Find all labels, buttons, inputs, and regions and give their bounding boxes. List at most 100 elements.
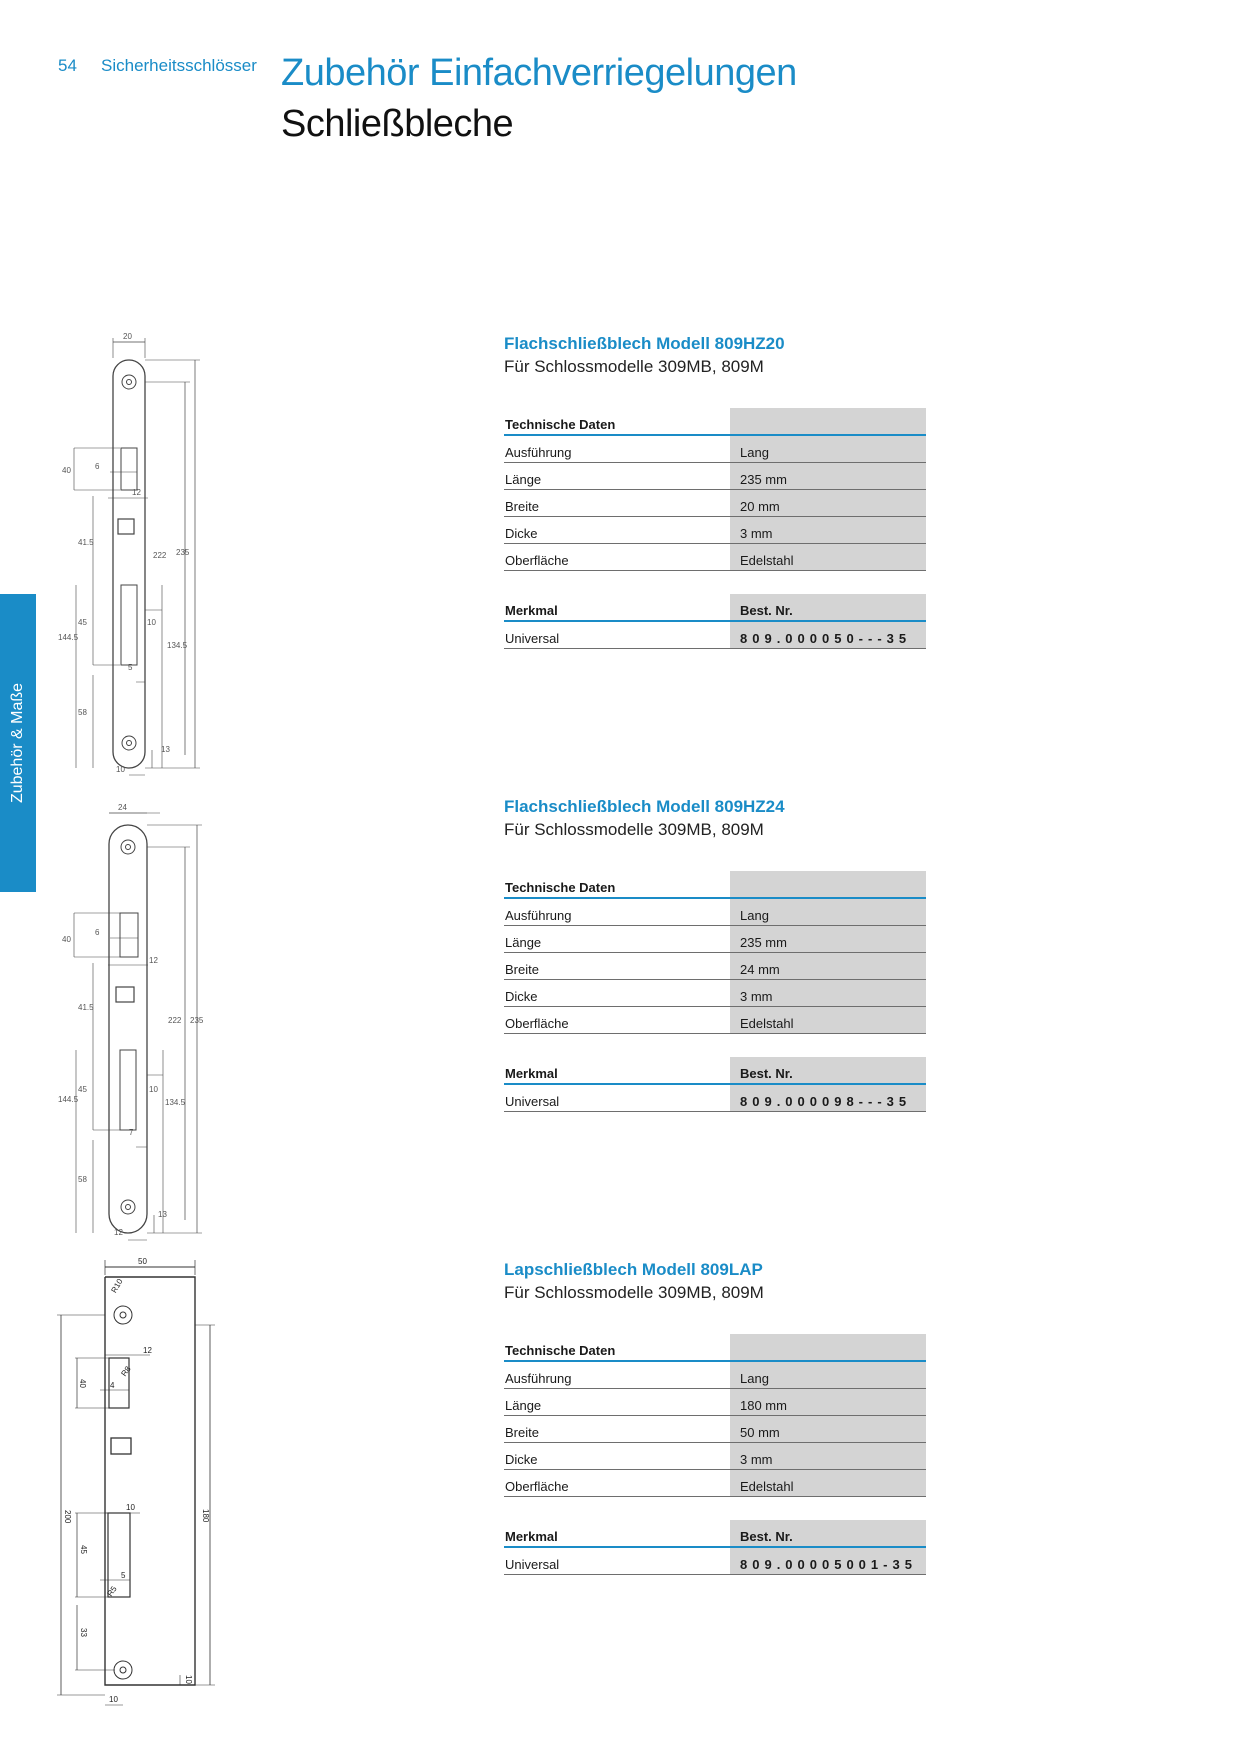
dim-j: 10 [184, 1675, 193, 1684]
product-subtitle: Für Schlossmodelle 309MB, 809M [504, 820, 764, 839]
spec-label: Länge [504, 1388, 730, 1416]
order-header-value: Best. Nr. [730, 594, 926, 622]
spec-value: Edelstahl [730, 1469, 926, 1497]
spec-label: Dicke [504, 979, 730, 1007]
product-title: Lapschließblech Modell 809LAP [504, 1260, 763, 1279]
section-name: Sicherheitsschlösser [101, 56, 257, 75]
spec-label: Ausführung [504, 1361, 730, 1389]
dim-total: 235 [176, 548, 190, 557]
spec-value: 3 mm [730, 516, 926, 544]
dim-total: 200 [63, 1510, 72, 1524]
dim-j: 13 [161, 745, 170, 754]
dim-e: 10 [147, 618, 156, 627]
side-tab: Zubehör & Maße [0, 594, 36, 892]
order-label: Universal [504, 1547, 730, 1575]
dim-h: 5 [128, 663, 133, 672]
order-number: 809.000098---35 [730, 1084, 926, 1112]
product-subtitle: Für Schlossmodelle 309MB, 809M [504, 357, 764, 376]
spec-label: Länge [504, 925, 730, 953]
dim-g: 134.5 [167, 641, 188, 650]
order-number: 809.00005001-35 [730, 1547, 926, 1575]
spec-value: 50 mm [730, 1415, 926, 1443]
spec-label: Breite [504, 489, 730, 517]
tech-header: Technische Daten [504, 871, 730, 899]
page-number: 54 [58, 56, 77, 75]
technical-drawing-809hz20: 20 40 6 12 41.5 222 235 45 10 144.5 134.… [50, 330, 250, 780]
dim-k: 10 [116, 765, 125, 774]
dim-f: 144.5 [58, 1095, 79, 1104]
dim-c: 41.5 [78, 1003, 94, 1012]
spec-label: Oberfläche [504, 1006, 730, 1034]
dim-inner: 222 [153, 551, 167, 560]
dim-c: 41.5 [78, 538, 94, 547]
dim-i: 58 [78, 708, 87, 717]
spec-value: 235 mm [730, 925, 926, 953]
dim-width: 20 [123, 332, 132, 341]
product-title: Flachschließblech Modell 809HZ20 [504, 334, 785, 353]
spec-value: 235 mm [730, 462, 926, 490]
product-subtitle: Für Schlossmodelle 309MB, 809M [504, 1283, 764, 1302]
order-number: 809.000050---35 [730, 621, 926, 649]
order-header-value: Best. Nr. [730, 1057, 926, 1085]
order-header-value: Best. Nr. [730, 1520, 926, 1548]
dim-inner: 222 [168, 1016, 182, 1025]
spec-value: Edelstahl [730, 543, 926, 571]
spec-label: Dicke [504, 516, 730, 544]
spec-label: Breite [504, 952, 730, 980]
spec-label: Dicke [504, 1442, 730, 1470]
page-title: Zubehör Einfachverriegelungen [281, 52, 797, 94]
dim-d: 45 [78, 1085, 87, 1094]
dim-b: 12 [132, 488, 141, 497]
dim-d: 45 [78, 618, 87, 627]
order-label: Universal [504, 621, 730, 649]
spec-label: Ausführung [504, 898, 730, 926]
order-header-label: Merkmal [504, 594, 730, 622]
spec-value: 3 mm [730, 1442, 926, 1470]
spec-value: 24 mm [730, 952, 926, 980]
dim-i: 58 [78, 1175, 87, 1184]
product-809lap: Lapschließblech Modell 809LAP Für Schlos… [504, 1260, 926, 1575]
dim-j: 13 [158, 1210, 167, 1219]
dim-d: 45 [79, 1545, 88, 1554]
spec-label: Ausführung [504, 435, 730, 463]
dim-h: 5 [121, 1571, 126, 1580]
spec-label: Oberfläche [504, 543, 730, 571]
dim-k: 12 [114, 1228, 123, 1237]
tech-header: Technische Daten [504, 408, 730, 436]
dim-i: 33 [79, 1628, 88, 1637]
dim-a: 6 [95, 462, 100, 471]
dim-k: 10 [109, 1695, 118, 1704]
dim-total: 235 [190, 1016, 204, 1025]
dim-b: 12 [143, 1346, 152, 1355]
dim-r10: R10 [109, 1277, 124, 1295]
product-809hz24: Flachschließblech Modell 809HZ24 Für Sch… [504, 797, 926, 1112]
spec-value: 3 mm [730, 979, 926, 1007]
dim-f: 144.5 [58, 633, 79, 642]
spec-label: Breite [504, 1415, 730, 1443]
spec-label: Oberfläche [504, 1469, 730, 1497]
dim-e: 10 [149, 1085, 158, 1094]
dim-top: 40 [62, 935, 71, 944]
product-title: Flachschließblech Modell 809HZ24 [504, 797, 785, 816]
spec-value: Lang [730, 1361, 926, 1389]
dim-top: 40 [62, 466, 71, 475]
order-header-label: Merkmal [504, 1520, 730, 1548]
dim-top: 40 [78, 1379, 87, 1388]
spec-value: Lang [730, 898, 926, 926]
order-label: Universal [504, 1084, 730, 1112]
dim-width: 50 [138, 1257, 147, 1266]
dim-h: 7 [129, 1128, 134, 1137]
spec-value: 20 mm [730, 489, 926, 517]
order-header-label: Merkmal [504, 1057, 730, 1085]
spec-value: Edelstahl [730, 1006, 926, 1034]
dim-b: 12 [149, 956, 158, 965]
dim-inner: 180 [201, 1509, 210, 1523]
spec-label: Länge [504, 462, 730, 490]
product-809hz20: Flachschließblech Modell 809HZ20 Für Sch… [504, 334, 926, 649]
